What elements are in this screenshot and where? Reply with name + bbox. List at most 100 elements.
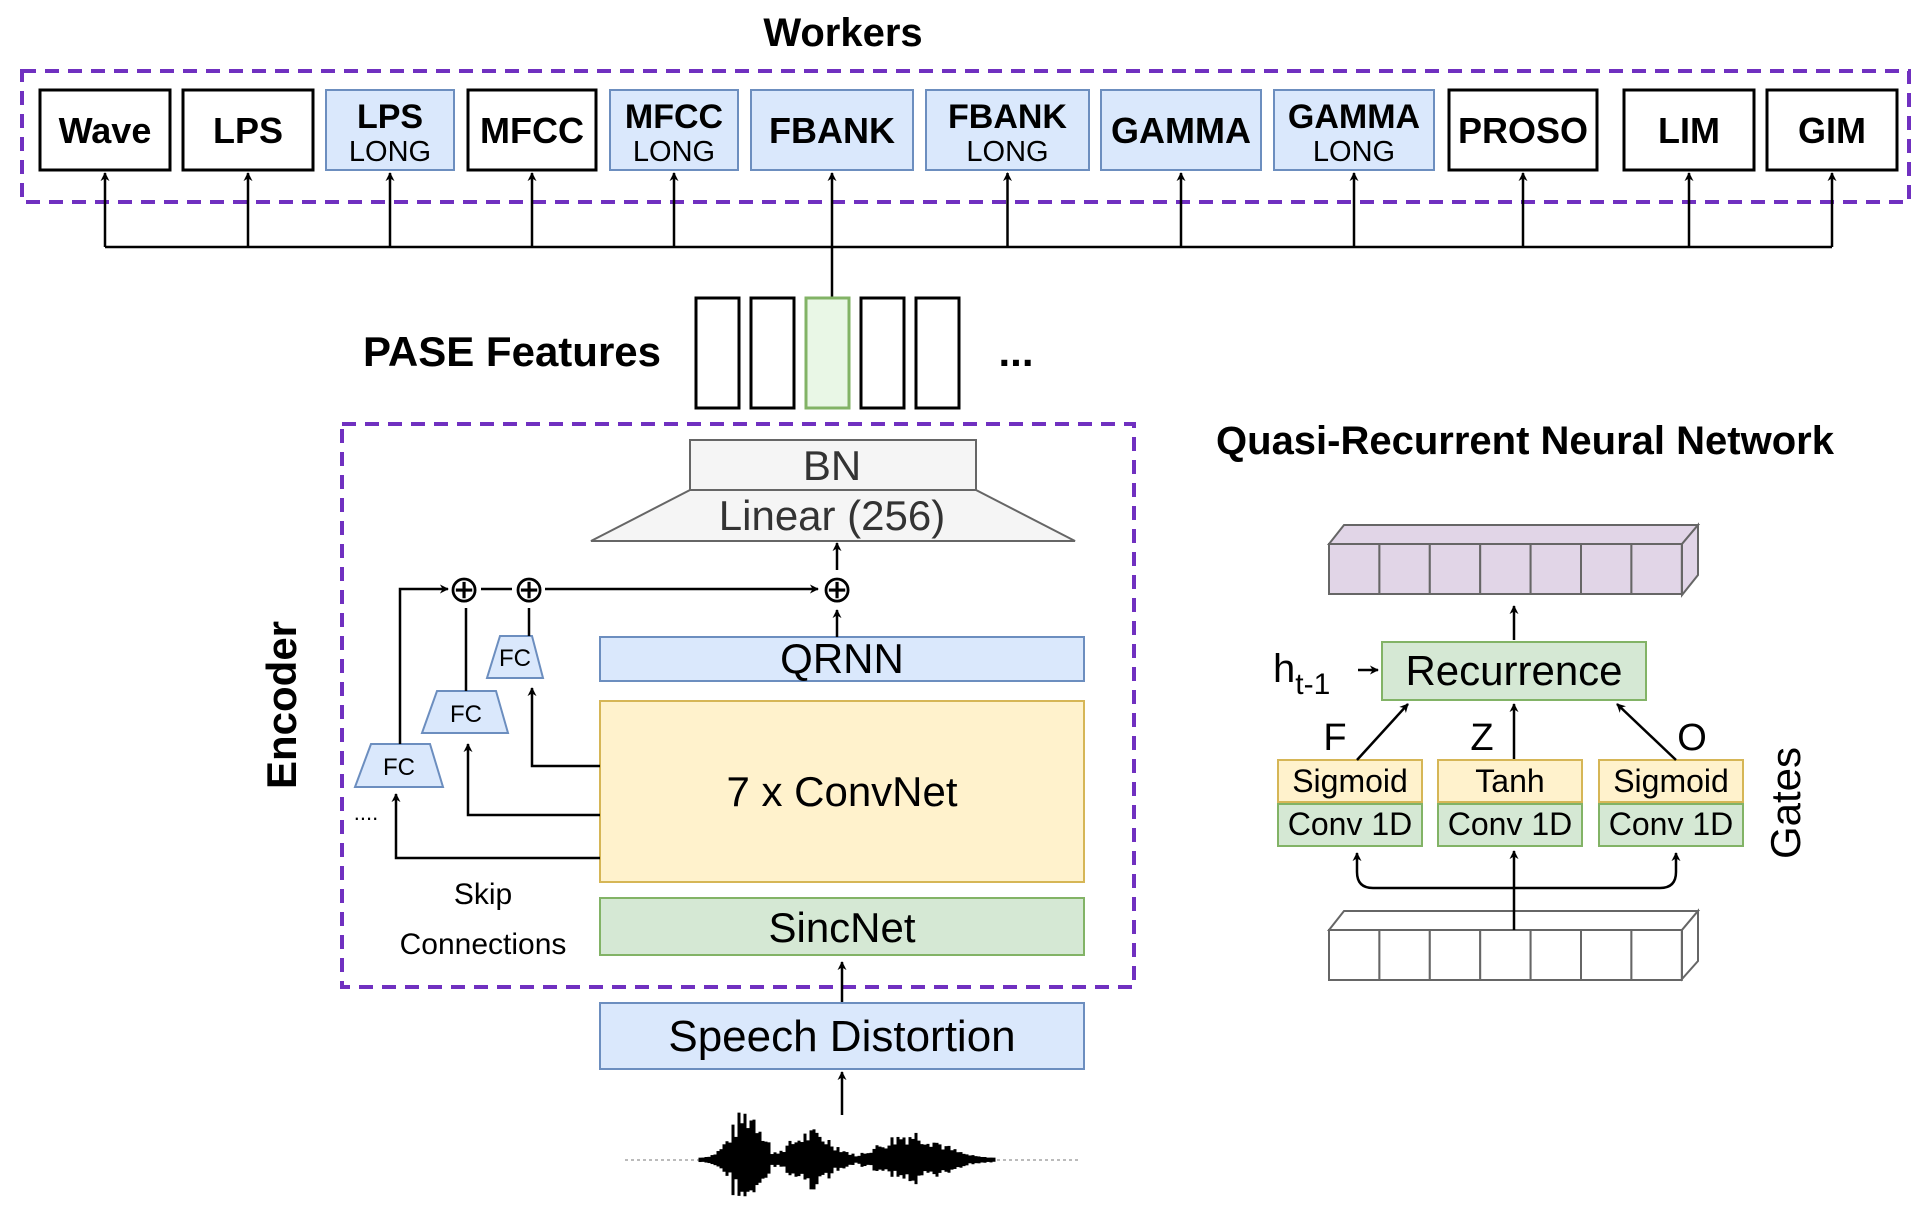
feature-frame-2 xyxy=(749,296,796,410)
sequence-cell xyxy=(1328,929,1381,981)
sequence-cell xyxy=(1428,929,1482,981)
worker-label: GAMMA xyxy=(1111,110,1251,151)
worker-label: FBANK xyxy=(769,110,895,151)
sum-node-2: ⊕ xyxy=(513,569,545,611)
skip-connection-wires xyxy=(391,542,842,860)
fc-block-1 xyxy=(485,635,545,679)
sequence-cell xyxy=(1328,543,1381,595)
encoder-dashed-frame xyxy=(340,422,1136,989)
sum-node-1: ⊕ xyxy=(448,569,480,611)
fc-block-3 xyxy=(353,743,445,788)
linear-block xyxy=(590,489,1076,542)
feature-frame-5 xyxy=(914,296,961,410)
gate-activation: Sigmoid xyxy=(1613,763,1729,799)
bn-block xyxy=(689,439,977,491)
speech-distortion-label: Speech Distortion xyxy=(668,1012,1015,1061)
sum-node-3: ⊕ xyxy=(821,569,853,611)
fc-label-3: FC xyxy=(383,754,415,781)
gate-activation: Sigmoid xyxy=(1292,763,1408,799)
skip-connections-label-line2: Connections xyxy=(400,928,567,961)
recurrence-label: Recurrence xyxy=(1405,647,1622,694)
worker-bus-connectors xyxy=(100,172,1837,298)
fc-label-2: FC xyxy=(450,701,482,728)
qrnn-input-sequence xyxy=(1326,908,1701,982)
skip-connections-label-line1: Skip xyxy=(454,878,512,911)
fc-more-dots: .... xyxy=(354,800,378,825)
hidden-state-label: ht-1 xyxy=(1273,647,1330,701)
worker-label: Wave xyxy=(59,110,152,151)
worker-fbank: FBANK xyxy=(750,89,914,171)
qrnn-output-sequence xyxy=(1326,522,1701,598)
linear-label: Linear (256) xyxy=(719,492,945,539)
workers-title: Workers xyxy=(763,11,922,55)
feature-frame-1 xyxy=(694,296,741,410)
gate-activation: Tanh xyxy=(1475,763,1544,799)
worker-proso: PROSO xyxy=(1447,88,1599,172)
feature-frame-4 xyxy=(859,296,906,410)
gate-conv: Conv 1D xyxy=(1288,806,1413,842)
speech-distortion-block xyxy=(599,1002,1085,1070)
gate-letter: Z xyxy=(1470,717,1493,759)
worker-mfcc: MFCC xyxy=(466,88,598,172)
qrnn-block xyxy=(599,636,1085,682)
convnet-block xyxy=(599,700,1085,883)
recurrence-block xyxy=(1381,641,1647,701)
encoder-title: Encoder xyxy=(258,621,305,789)
gates-label: Gates xyxy=(1762,747,1809,859)
sequence-cell xyxy=(1378,543,1431,595)
worker-gamma: GAMMA xyxy=(1100,89,1262,171)
worker-sublabel: LONG xyxy=(1313,136,1395,168)
sequence-cell xyxy=(1580,543,1633,595)
feature-frame-selected xyxy=(804,296,851,410)
worker-label: GAMMA xyxy=(1288,98,1420,136)
qrnn-label: QRNN xyxy=(780,635,904,682)
worker-wave: Wave xyxy=(38,88,172,172)
convnet-label: 7 x ConvNet xyxy=(726,768,957,815)
gate-letter: O xyxy=(1677,717,1707,759)
gate-letter: F xyxy=(1323,717,1346,759)
sequence-cell xyxy=(1529,543,1582,595)
qrnn-panel-arrows xyxy=(1352,605,1681,930)
worker-sublabel: LONG xyxy=(966,136,1048,168)
sequence-cell xyxy=(1479,929,1532,981)
features-ellipsis: ... xyxy=(998,328,1033,375)
worker-label: PROSO xyxy=(1458,110,1588,151)
bn-label: BN xyxy=(803,442,861,489)
worker-lim: LIM xyxy=(1622,88,1756,172)
qrnn-panel-title: Quasi-Recurrent Neural Network xyxy=(1216,419,1835,463)
fc-label-1: FC xyxy=(499,645,531,672)
worker-label: FBANK xyxy=(948,98,1067,136)
worker-gim: GIM xyxy=(1765,88,1899,172)
worker-label: MFCC xyxy=(625,98,723,136)
worker-label: GIM xyxy=(1798,110,1866,151)
worker-label: LIM xyxy=(1658,110,1720,151)
speech-waveform-icon xyxy=(625,1112,1080,1197)
features-title: PASE Features xyxy=(363,328,661,375)
sincnet-block xyxy=(599,897,1085,956)
sequence-cell xyxy=(1378,929,1431,981)
worker-sublabel: LONG xyxy=(633,136,715,168)
sequence-cell xyxy=(1428,543,1482,595)
gate-conv: Conv 1D xyxy=(1609,806,1734,842)
sincnet-label: SincNet xyxy=(768,904,915,951)
workers-dashed-frame xyxy=(20,69,1911,204)
gate-conv: Conv 1D xyxy=(1448,806,1573,842)
worker-lps: LPS xyxy=(181,88,315,172)
sequence-cell xyxy=(1580,929,1633,981)
worker-label: MFCC xyxy=(480,110,584,151)
sequence-cell xyxy=(1529,929,1582,981)
sequence-cell xyxy=(1479,543,1532,595)
worker-label: LPS xyxy=(213,110,283,151)
sequence-cell xyxy=(1630,543,1683,595)
sequence-cell xyxy=(1630,929,1683,981)
worker-sublabel: LONG xyxy=(349,136,431,168)
